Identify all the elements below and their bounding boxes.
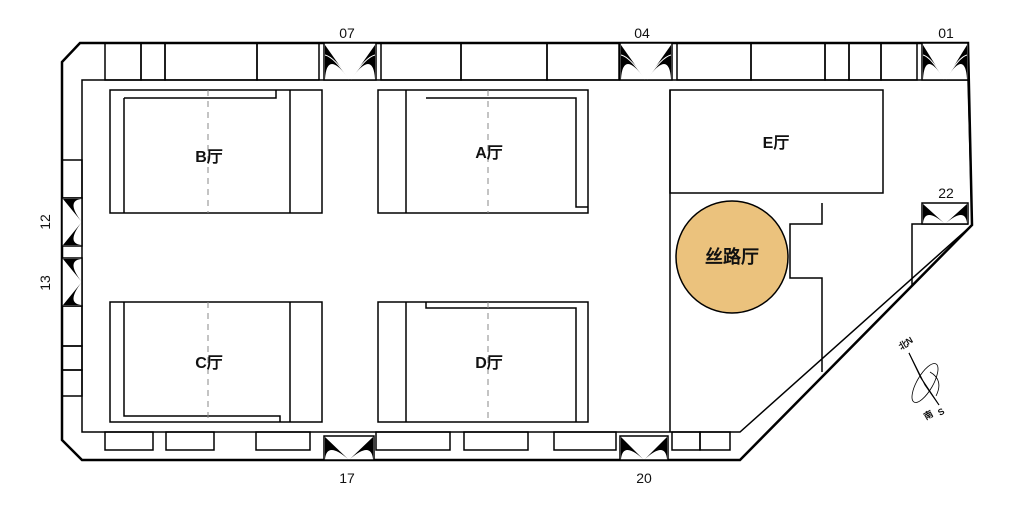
gate-12-label: 12 xyxy=(37,214,53,230)
hall-a xyxy=(377,89,589,214)
building-outline xyxy=(60,41,974,462)
gate-20-label: 20 xyxy=(636,470,652,486)
gate-13-label: 13 xyxy=(37,275,53,291)
hall-c-label: C厅 xyxy=(195,354,223,372)
gate-07[interactable] xyxy=(323,42,377,81)
hall-d xyxy=(377,301,589,423)
compass-icon: 北 N 南 S xyxy=(897,335,947,422)
silk-road-hall xyxy=(675,200,789,314)
compass-south-cn: 南 xyxy=(922,408,935,422)
gate-17-label: 17 xyxy=(339,470,355,486)
hall-b-label: B厅 xyxy=(195,148,223,166)
silk-road-label: 丝路厅 xyxy=(705,246,759,267)
gate-01[interactable] xyxy=(921,42,969,81)
hall-c xyxy=(109,301,323,423)
gate-13[interactable] xyxy=(61,257,83,307)
hall-b xyxy=(109,89,323,214)
gate-20[interactable] xyxy=(619,435,669,461)
gate-04-label: 04 xyxy=(634,25,650,41)
top-booths xyxy=(104,42,918,81)
inner-corridor-outline xyxy=(81,79,973,433)
bottom-booths xyxy=(104,431,731,451)
gate-12[interactable] xyxy=(61,197,83,247)
hall-e-label: E厅 xyxy=(763,134,790,152)
gate-01-label: 01 xyxy=(938,25,954,41)
gate-04[interactable] xyxy=(619,42,673,81)
gate-17[interactable] xyxy=(323,435,375,461)
gate-22-label: 22 xyxy=(938,185,954,201)
compass-north-en: N xyxy=(904,335,915,347)
gate-07-label: 07 xyxy=(339,25,355,41)
compass-south-en: S xyxy=(936,406,946,418)
right-section-walls xyxy=(669,89,968,432)
hall-d-label: D厅 xyxy=(475,354,503,372)
hall-a-label: A厅 xyxy=(475,144,503,162)
gate-22[interactable] xyxy=(921,202,969,225)
